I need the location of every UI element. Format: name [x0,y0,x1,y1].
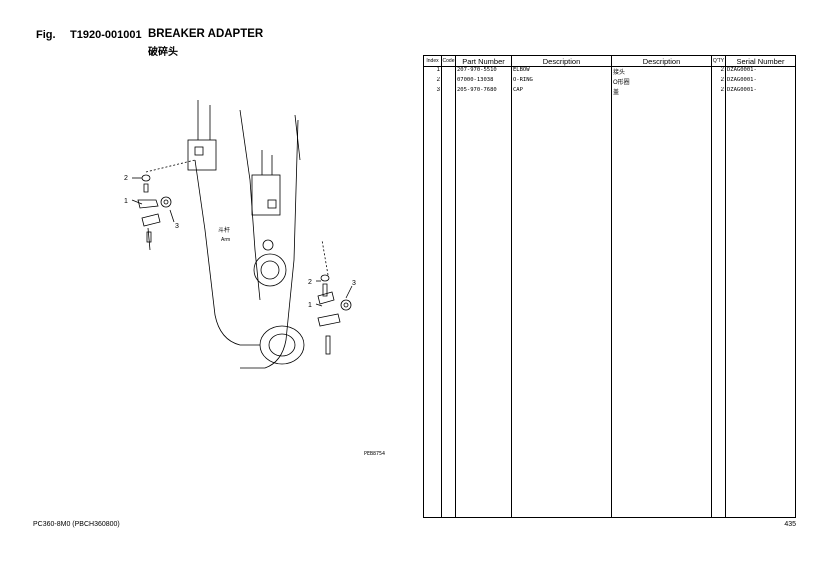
row-qty: 2 [711,87,726,97]
callout-3-lower: 3 [352,280,356,287]
row-description-en: ELBOW [511,66,612,77]
table-row: 3 205-970-7680 CAP 盖 2 DZAG0001- [423,87,796,97]
row-serial-number: DZAG0001- [725,87,796,97]
callout-2-upper: 2 [124,175,128,182]
row-qty: 2 [711,77,726,87]
row-description-cn: O形圈 [611,77,712,87]
row-description-cn: 接头 [611,66,712,77]
row-qty: 2 [711,66,726,77]
page-title: BREAKER ADAPTER [148,28,264,40]
col-header-index: Index [423,55,442,67]
table-filler-row [423,97,796,518]
fig-label: Fig. [36,29,56,41]
table-header-row: Index Code Part Number Description Descr… [423,55,796,67]
row-index: 3 [423,87,442,97]
table-row: 1 207-970-5510 ELBOW 接头 2 DZAG0001- [423,66,796,77]
row-part-number: 205-970-7680 [455,87,512,97]
col-header-description-en: Description [511,55,612,67]
row-serial-number: DZAG0001- [725,66,796,77]
row-serial-number: DZAG0001- [725,77,796,87]
callout-2-lower: 2 [308,279,312,286]
col-header-qty: Q'TY [711,55,726,67]
row-part-number: 207-970-5510 [455,66,512,77]
row-index: 2 [423,77,442,87]
row-description-cn: 盖 [611,87,712,97]
row-part-number: 07000-13038 [455,77,512,87]
row-description-en: O-RING [511,77,612,87]
arm-lower-bracket [251,150,281,216]
row-code [441,66,456,77]
fig-number: T1920-001001 [70,29,142,41]
drawing-code: PEB8754 [364,451,386,457]
row-code [441,77,456,87]
table-row: 2 07000-13038 O-RING O形圈 2 DZAG0001- [423,77,796,87]
col-header-code: Code [441,55,456,67]
col-header-serial-number: Serial Number [725,55,796,67]
exploded-parts-diagram: 2 1 3 2 3 1 斗杆 Arm [124,100,356,369]
row-description-en: CAP [511,87,612,97]
arm-label-en: Arm [221,237,230,243]
row-code [441,87,456,97]
parts-table: Index Code Part Number Description Descr… [423,55,796,518]
arm-upper-bracket [187,100,217,171]
callout-1-lower: 1 [308,302,312,309]
row-index: 1 [423,66,442,77]
pin-boss [253,239,287,287]
col-header-part-number: Part Number [455,55,512,67]
footer-model: PC360-8M0 (PBCH360800) [33,521,120,528]
page-number: 435 [784,521,796,528]
callout-1-upper: 1 [124,198,128,205]
callout-3-upper: 3 [175,223,179,230]
lower-exploded-parts [317,274,352,355]
upper-exploded-parts [137,174,172,251]
page-subtitle: 破碎头 [148,47,178,58]
bottom-boss [259,325,305,365]
col-header-description-cn: Description [611,55,712,67]
arm-outline [194,109,301,369]
arm-label-cn: 斗杆 [218,226,230,234]
